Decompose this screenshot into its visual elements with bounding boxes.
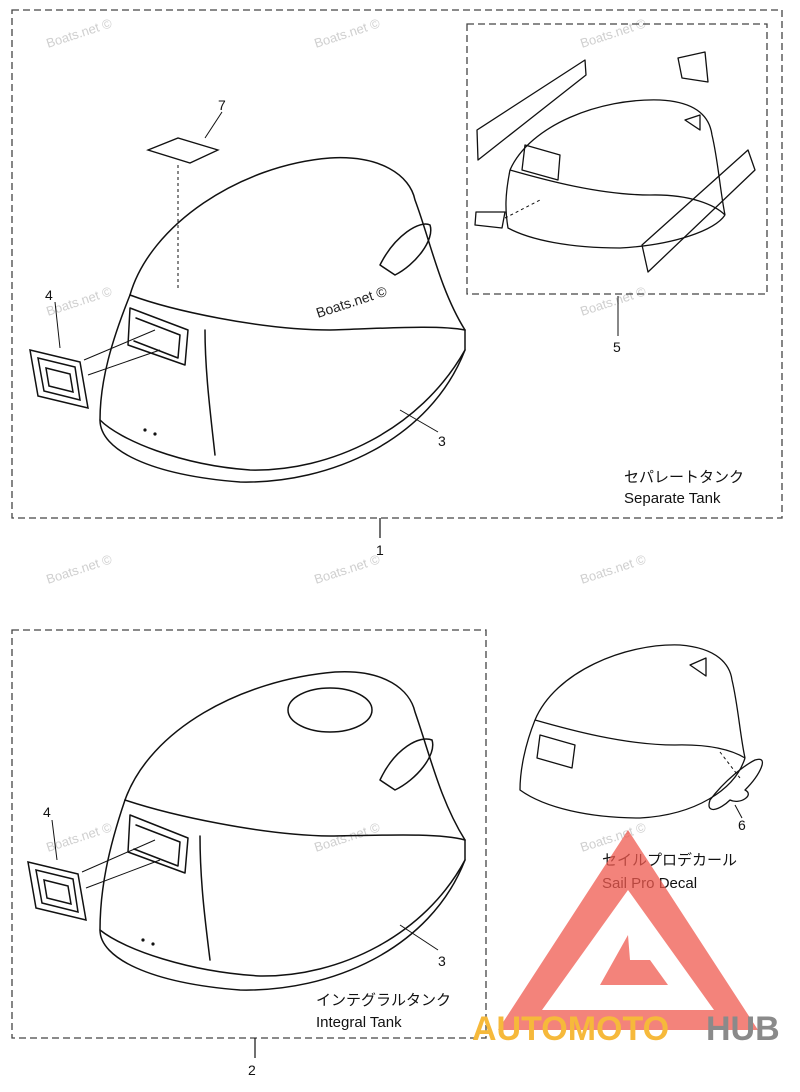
watermarks: Boats.net © Boats.net © Boats.net © Boat… [44,15,648,854]
watermark: Boats.net © [44,15,114,50]
watermark: Boats.net © [312,15,382,50]
group-box-integral-tank [11,629,487,1039]
rivet-dot [141,938,145,942]
automotohub-logo: AUTOMOTO HUB [472,830,780,1048]
watermark: Boats.net © [44,819,114,854]
watermark-center: Boats.net © [314,283,389,321]
top-cowling-integral [99,671,466,991]
callout-7: 7 [218,97,226,113]
group-box-separate-tank [11,9,783,519]
callout-5: 5 [613,339,621,355]
sail-pro-cowling [519,644,764,819]
caption-separate-tank-jp: セパレートタンク [624,469,744,486]
group-box-decal-set [466,23,768,295]
callout-4-top: 4 [45,287,53,303]
grommet-4-top [29,349,89,409]
callout-3-bottom: 3 [438,953,446,969]
callout-2: 2 [248,1062,256,1078]
watermark: Boats.net © [578,551,648,586]
watermark: Boats.net © [312,819,382,854]
caption-integral-tank-jp: インテグラルタンク [316,992,451,1009]
watermark: Boats.net © [312,551,382,586]
logo-text-automoto: AUTOMOTO [472,1010,669,1048]
rivet-dot [153,432,157,436]
logo-triangle-icon [498,830,758,1030]
logo-text-hub: HUB [706,1010,780,1048]
callout-6: 6 [738,817,746,833]
decal-set-5 [474,51,756,273]
rivet-dot [143,428,147,432]
watermark: Boats.net © [44,551,114,586]
callout-1: 1 [376,542,384,558]
watermark: Boats.net © [44,283,114,318]
callout-4-bottom: 4 [43,804,51,820]
caption-separate-tank-en: Separate Tank [624,490,721,507]
caption-integral-tank-en: Integral Tank [316,1014,402,1031]
rivet-dot [151,942,155,946]
grommet-4-bottom [27,861,87,921]
decal-plate-7 [146,137,220,164]
watermark: Boats.net © [578,15,648,50]
top-cowling-separate [99,156,466,483]
callout-3-top: 3 [438,433,446,449]
watermark: Boats.net © [578,283,648,318]
